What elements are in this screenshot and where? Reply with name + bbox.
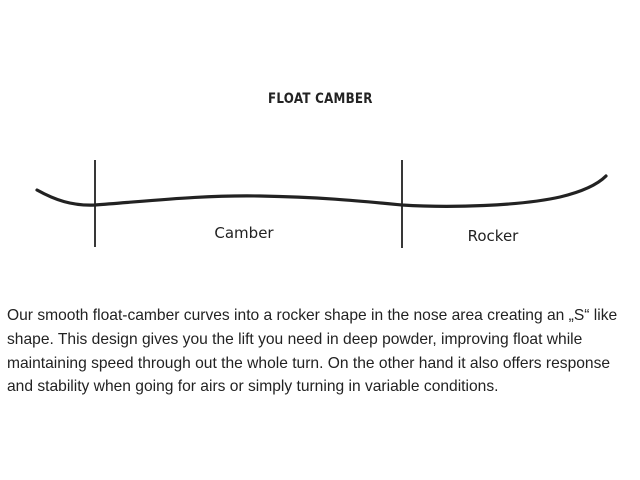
- description-paragraph: Our smooth float-camber curves into a ro…: [7, 307, 618, 396]
- camber-zone-label: Camber: [214, 224, 274, 242]
- board-profile-curve: [35, 174, 608, 208]
- diagram-title: FLOAT CAMBER: [268, 91, 373, 107]
- rocker-zone-label: Rocker: [468, 227, 520, 245]
